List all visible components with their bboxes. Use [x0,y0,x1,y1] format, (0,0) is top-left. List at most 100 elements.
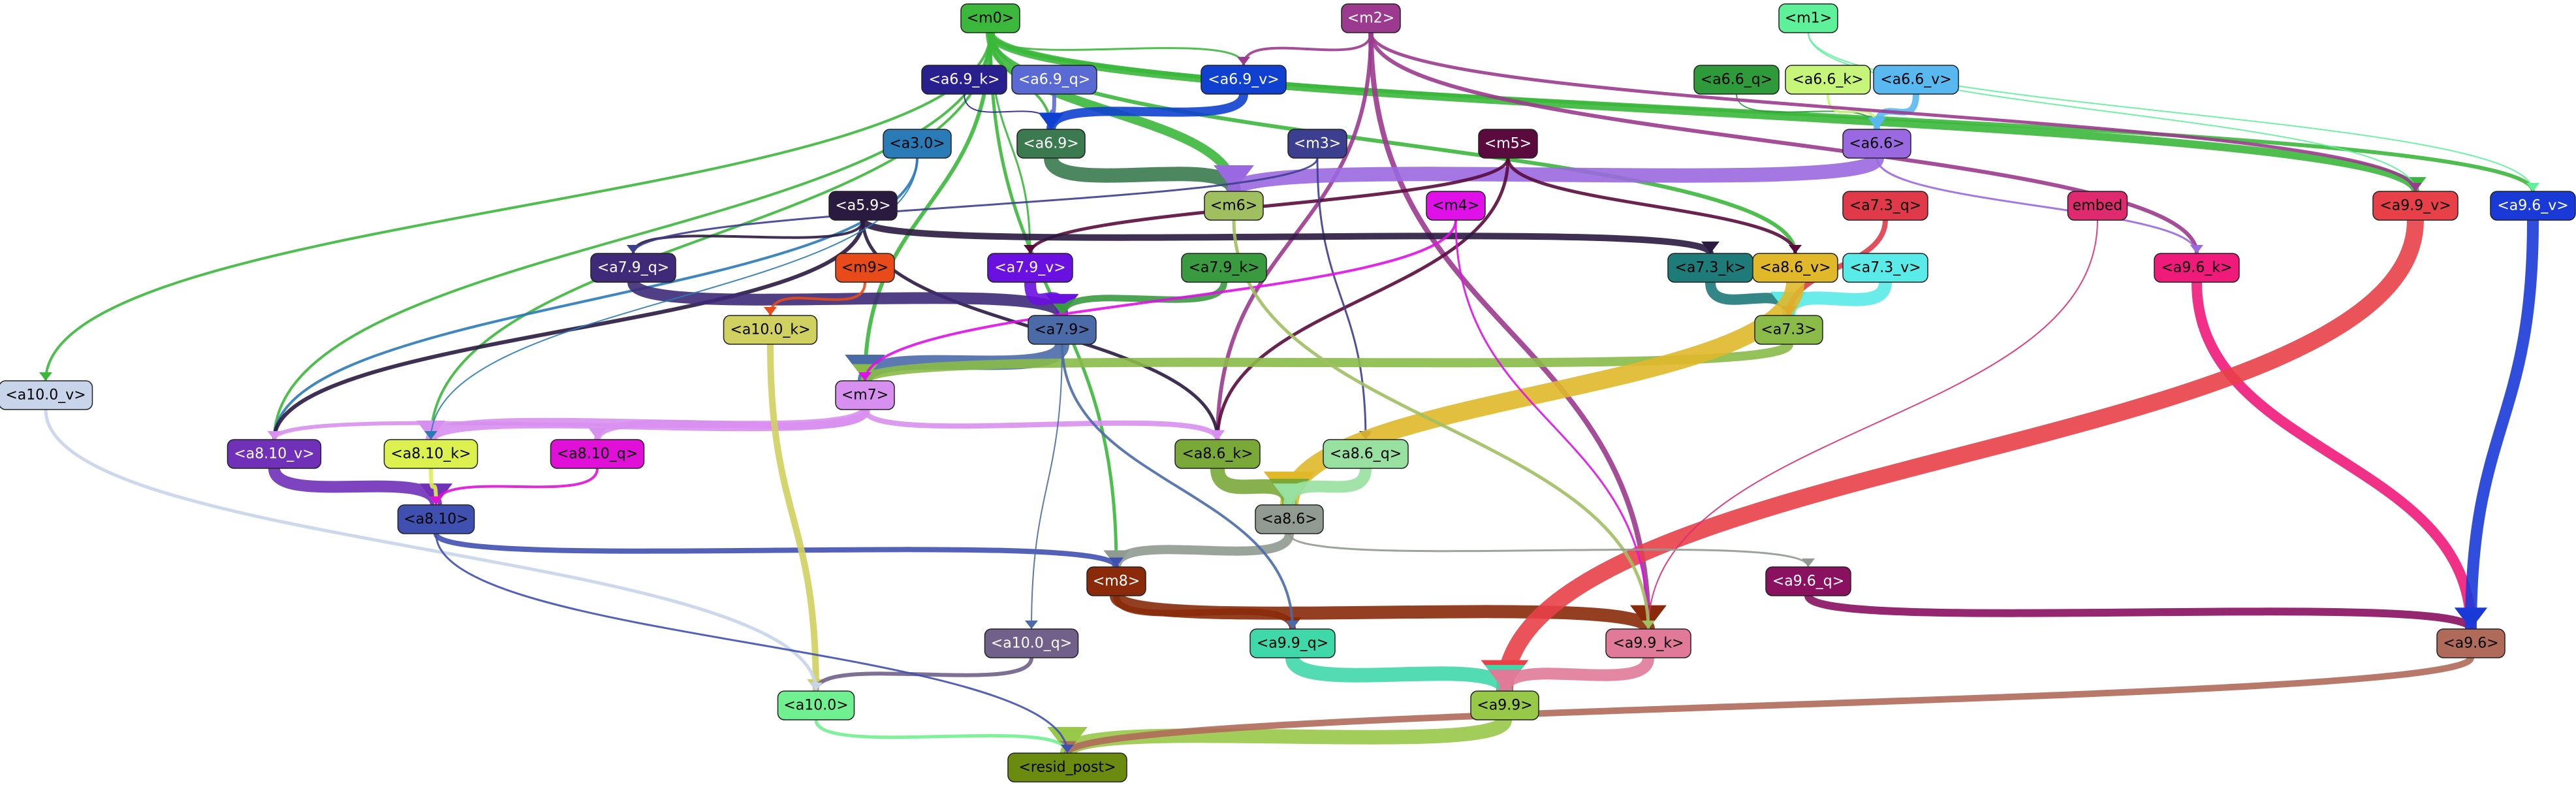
node-a7-9-q[interactable]: <a7.9_q> [590,253,676,283]
node-a10-0-v[interactable]: <a10.0_v> [0,380,93,410]
edge-m2-to-a9_6_k [1369,31,2199,255]
node-a8-6[interactable]: <a8.6> [1255,504,1324,534]
edge-a6_6-to-m6 [1227,151,1884,199]
arrowhead-m2-to-a6_9_v [1237,57,1250,65]
node-label: <m0> [967,10,1014,27]
node-a10-0-q[interactable]: <a10.0_q> [984,628,1079,658]
node-m5[interactable]: <m5> [1478,129,1538,159]
arrowhead-a6_9_v-to-a6_9 [1038,112,1064,129]
node-a8-6-q[interactable]: <a8.6_q> [1323,439,1409,469]
node-a9-9-v[interactable]: <a9.9_v> [2372,191,2458,221]
arrowhead-m6-to-a9_9_k [1642,621,1655,629]
node-a7-9-k[interactable]: <a7.9_k> [1181,253,1267,283]
arrowhead-m1-to-a9_6_v [2526,183,2539,191]
nodes-layer: <m0> <m2> <m1> <a6.9_k> <a6.9_q> <a6.9_v> <a6.… [0,3,2576,783]
edge-a6_9-to-m6 [1044,151,1241,199]
node-label: <a7.9> [1034,322,1090,338]
node-a7-3-k[interactable]: <a7.3_k> [1667,253,1753,283]
node-a8-10-v[interactable]: <a8.10_v> [227,439,322,469]
node-label: <m2> [1347,10,1394,27]
edge-a9_9_v-to-a9_9 [1496,212,2424,700]
node-m7[interactable]: <m7> [835,380,895,410]
edge-a9_6_q-to-a9_6 [1804,592,2475,633]
edge-a9_9_q-to-a9_9 [1285,651,1512,698]
node-a6-6-q[interactable]: <a6.6_q> [1693,65,1780,95]
node-box [1287,129,1347,159]
node-a7-9-v[interactable]: <a7.9_v> [987,253,1073,283]
node-label: <a8.10_v> [234,446,314,462]
node-a6-9-k[interactable]: <a6.9_k> [921,65,1007,95]
node-m3[interactable]: <m3> [1287,129,1347,159]
node-a9-6[interactable]: <a9.6> [2436,628,2505,658]
node-a6-9-v[interactable]: <a6.9_v> [1201,65,1287,95]
edge-m5-to-a8_6_k [1216,156,1510,442]
arrowhead-m7-to-a8_10_q [588,427,606,440]
node-label: <a10.0_v> [5,387,86,404]
node-box [984,628,1079,658]
node-a7-3-q[interactable]: <a7.3_q> [1842,191,1928,221]
node-box [1086,566,1146,596]
node-a9-9-k[interactable]: <a9.9_k> [1605,628,1691,658]
node-a9-6-k[interactable]: <a9.6_k> [2154,253,2240,283]
node-label: <a9.9> [1477,698,1532,714]
node-label: <a10.0> [783,698,848,714]
node-m8[interactable]: <m8> [1086,566,1146,596]
node-box [227,439,322,469]
arrowhead-m7-to-a8_10_v [268,431,281,440]
node-a8-10-k[interactable]: <a8.10_k> [383,439,479,469]
node-a6-9[interactable]: <a6.9> [1016,129,1086,159]
node-m6[interactable]: <m6> [1204,191,1264,221]
node-a7-3-v[interactable]: <a7.3_v> [1842,253,1928,283]
node-a8-6-v[interactable]: <a8.6_v> [1752,253,1838,283]
node-box [0,380,93,410]
node-embed[interactable]: embed [2067,191,2128,221]
node-label: <a8.10_k> [390,446,471,462]
node-a6-6[interactable]: <a6.6> [1842,129,1911,159]
edge-a6_9_v-to-a6_9 [1046,89,1248,134]
node-resid-post[interactable]: <resid_post> [1007,752,1127,783]
node-a8-10[interactable]: <a8.10> [397,504,475,534]
node-a9-9-q[interactable]: <a9.9_q> [1249,628,1336,658]
node-a10-0[interactable]: <a10.0> [777,690,855,720]
node-box [2436,628,2505,658]
node-m9[interactable]: <m9> [835,253,895,283]
node-a9-9[interactable]: <a9.9> [1470,690,1539,720]
node-a6-6-v[interactable]: <a6.6_v> [1873,65,1959,95]
edge-m7-to-a8_10_v [272,408,867,442]
node-a3-0[interactable]: <a3.0> [883,129,952,159]
edge-a10_0_v-to-a10_0 [44,408,818,693]
node-label: <a6.9_q> [1018,72,1090,88]
node-label: <a6.6_k> [1792,72,1863,88]
node-a6-9-q[interactable]: <a6.9_q> [1011,65,1097,95]
node-a5-9[interactable]: <a5.9> [828,191,898,221]
node-m1[interactable]: <m1> [1778,3,1838,33]
node-label: <m6> [1210,198,1257,214]
edge-a5_9-to-a7_9_q [632,219,864,255]
node-box [1842,191,1928,221]
node-box [1174,439,1261,469]
edge-m8-to-a9_9_q [1113,592,1296,632]
node-label: <a7.3_q> [1849,198,1921,214]
node-a9-6-v[interactable]: <a9.6_v> [2490,191,2576,221]
node-m2[interactable]: <m2> [1341,3,1401,33]
node-a8-10-q[interactable]: <a8.10_q> [550,439,645,469]
node-box [2154,253,2240,283]
node-a9-6-q[interactable]: <a9.6_q> [1765,566,1851,596]
edge-a10_0_q-to-a10_0 [814,656,1033,693]
node-a10-0-k[interactable]: <a10.0_k> [723,315,818,345]
edge-a8_10_v-to-a8_10 [268,462,442,511]
node-m4[interactable]: <m4> [1426,191,1486,221]
node-a6-6-k[interactable]: <a6.6_k> [1785,65,1871,95]
node-m0[interactable]: <m0> [960,3,1020,33]
edge-a6_6-to-a9_6_k [1876,157,2198,255]
node-label: <a10.0_q> [991,636,1072,652]
edge-m0-to-a10_0_v [44,31,992,382]
edge-m2-to-a9_9_k [1368,30,1651,632]
arrowhead-a6_6-to-a9_6_k [2190,245,2203,253]
node-a8-6-k[interactable]: <a8.6_k> [1174,439,1261,469]
node-a7-9[interactable]: <a7.9> [1028,315,1097,345]
edge-a8_10-to-m8 [433,531,1119,570]
node-a7-3[interactable]: <a7.3> [1754,315,1823,345]
node-label: <a8.6> [1261,511,1317,528]
